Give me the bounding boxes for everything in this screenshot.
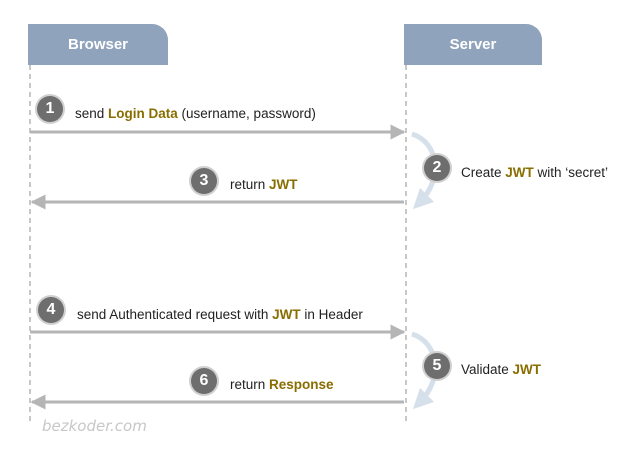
step-1-badge: 1 — [37, 96, 63, 122]
step-3-badge: 3 — [191, 168, 217, 194]
step-4-badge: 4 — [38, 297, 64, 323]
step-6-badge: 6 — [191, 368, 217, 394]
step-5-label: Validate JWT — [461, 362, 542, 377]
step-2-badge: 2 — [424, 155, 450, 181]
step-3-label: return JWT — [230, 177, 298, 192]
step-2-label: Create JWT with ‘secret’ — [461, 165, 609, 180]
step-6-label: return Response — [230, 377, 334, 392]
step-1-label: send Login Data (username, password) — [75, 106, 316, 121]
step-5-badge: 5 — [424, 353, 450, 379]
step-4-label: send Authenticated request with JWT in H… — [77, 307, 363, 322]
server-header: Server — [404, 24, 542, 65]
watermark: bezkoder.com — [42, 417, 147, 435]
browser-header: Browser — [28, 24, 168, 65]
